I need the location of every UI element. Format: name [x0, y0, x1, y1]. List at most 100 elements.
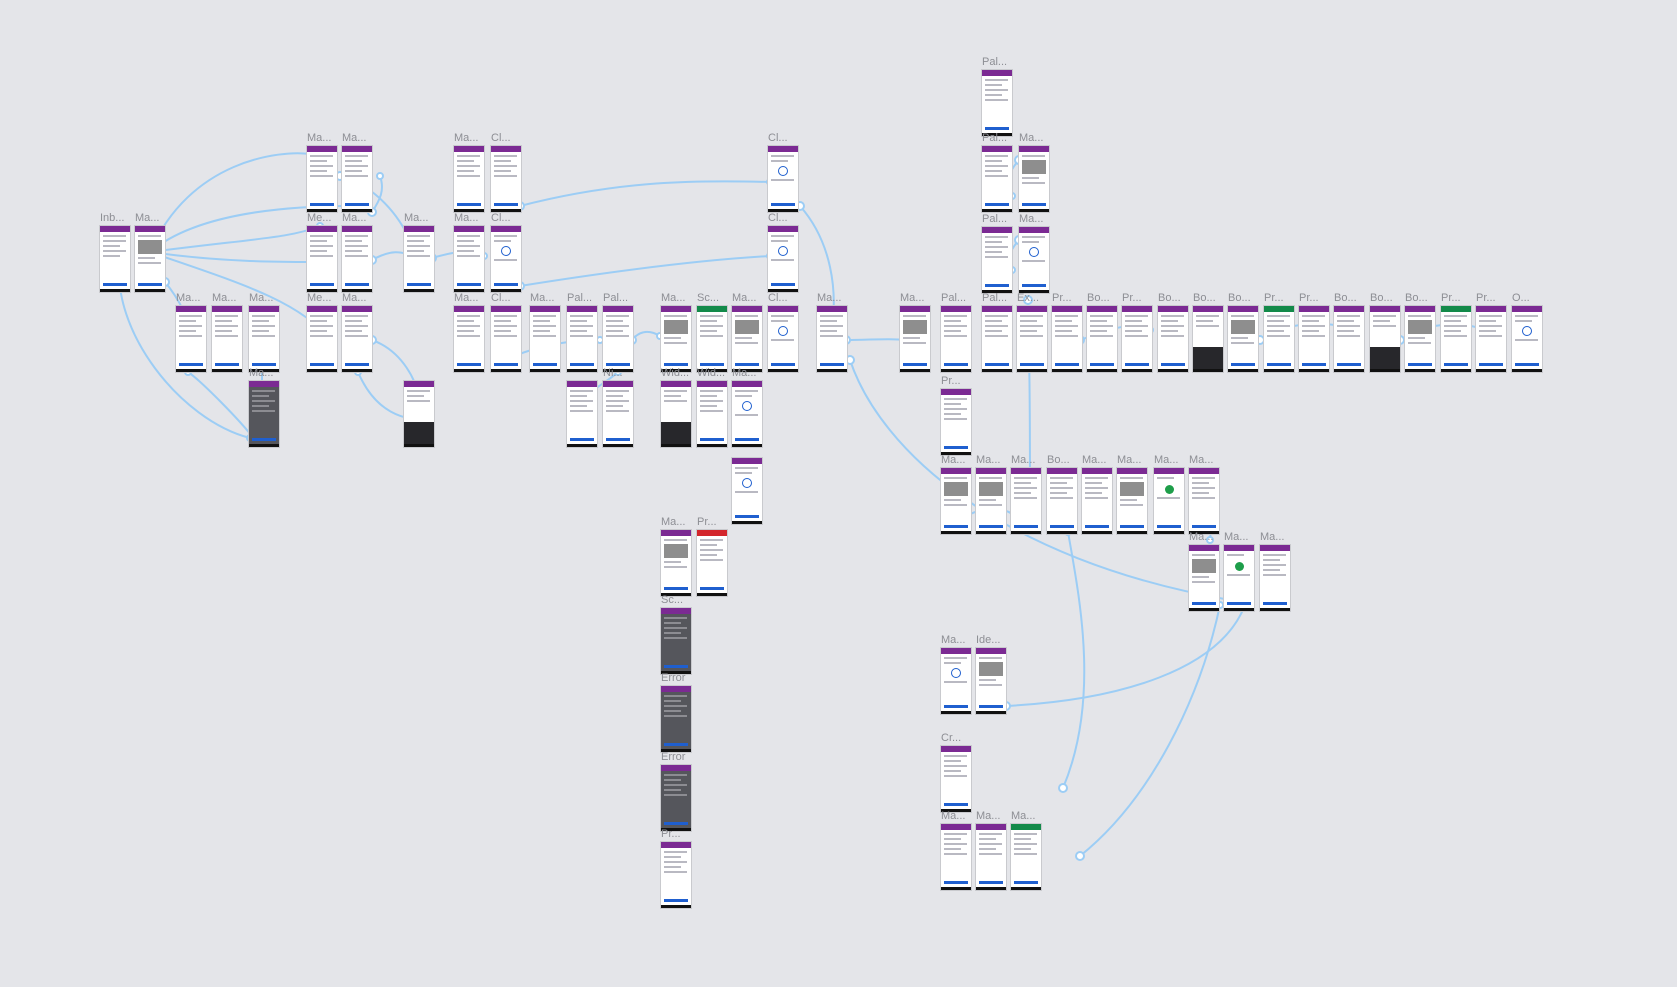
prototype-screen[interactable]	[404, 381, 434, 447]
prototype-screen[interactable]	[1011, 824, 1041, 890]
prototype-screen[interactable]	[491, 226, 521, 292]
prototype-screen[interactable]	[1154, 468, 1184, 534]
prototype-screen[interactable]	[176, 306, 206, 372]
prototype-screen[interactable]	[307, 226, 337, 292]
prototype-screen[interactable]	[817, 306, 847, 372]
prototype-screen[interactable]	[697, 306, 727, 372]
prototype-screen[interactable]	[404, 226, 434, 292]
prototype-screen[interactable]	[982, 306, 1012, 372]
prototype-screen[interactable]	[697, 530, 727, 596]
prototype-screen[interactable]	[768, 146, 798, 212]
prototype-screen[interactable]	[1158, 306, 1188, 372]
prototype-screen[interactable]	[732, 381, 762, 447]
prototype-screen[interactable]	[661, 381, 691, 447]
screen-title: Ma...	[212, 292, 237, 304]
prototype-screen[interactable]	[1047, 468, 1077, 534]
prototype-screen[interactable]	[976, 468, 1006, 534]
prototype-screen[interactable]	[982, 146, 1012, 212]
screen-title: Ma...	[454, 132, 479, 144]
prototype-screen[interactable]	[941, 389, 971, 455]
prototype-screen[interactable]	[661, 765, 691, 831]
prototype-screen[interactable]	[768, 306, 798, 372]
link-handle[interactable]	[1075, 851, 1085, 861]
prototype-screen[interactable]	[1019, 227, 1049, 293]
prototype-screen[interactable]	[982, 70, 1012, 136]
prototype-screen[interactable]	[1370, 306, 1400, 372]
screen-title: Ma...	[1154, 454, 1179, 466]
prototype-screen[interactable]	[1224, 545, 1254, 611]
prototype-screen[interactable]	[1441, 306, 1471, 372]
prototype-screen[interactable]	[900, 306, 930, 372]
prototype-screen[interactable]	[661, 842, 691, 908]
prototype-screen[interactable]	[1405, 306, 1435, 372]
screen-title: Wid...	[697, 367, 726, 379]
prototype-screen[interactable]	[941, 824, 971, 890]
prototype-screen[interactable]	[1122, 306, 1152, 372]
prototype-screen[interactable]	[732, 306, 762, 372]
screen-title: Bo...	[1087, 292, 1110, 304]
screen-title: Bo...	[1405, 292, 1428, 304]
prototype-screen[interactable]	[1193, 306, 1223, 372]
prototype-screen[interactable]	[454, 146, 484, 212]
screen-title: Ma...	[1011, 810, 1036, 822]
prototype-screen[interactable]	[1260, 545, 1290, 611]
prototype-screen[interactable]	[603, 306, 633, 372]
prototype-screen[interactable]	[567, 306, 597, 372]
prototype-screen[interactable]	[307, 146, 337, 212]
prototype-screen[interactable]	[342, 226, 372, 292]
prototype-screen[interactable]	[941, 468, 971, 534]
prototype-screen[interactable]	[661, 530, 691, 596]
prototype-screen[interactable]	[661, 686, 691, 752]
prototype-screen[interactable]	[661, 306, 691, 372]
screen-title: Ma...	[976, 810, 1001, 822]
prototype-screen[interactable]	[1228, 306, 1258, 372]
screen-title: Ma...	[1011, 454, 1036, 466]
prototype-screen[interactable]	[135, 226, 165, 292]
prototype-screen[interactable]	[342, 146, 372, 212]
screen-title: Bo...	[1193, 292, 1216, 304]
prototype-screen[interactable]	[491, 146, 521, 212]
prototype-screen[interactable]	[1334, 306, 1364, 372]
prototype-screen[interactable]	[941, 306, 971, 372]
prototype-screen[interactable]	[697, 381, 727, 447]
prototype-screen[interactable]	[1011, 468, 1041, 534]
prototype-screen[interactable]	[1082, 468, 1112, 534]
prototype-screen[interactable]	[1264, 306, 1294, 372]
prototype-screen[interactable]	[212, 306, 242, 372]
prototype-screen[interactable]	[982, 227, 1012, 293]
screen-title: Ex...	[1017, 292, 1040, 304]
prototype-screen[interactable]	[567, 381, 597, 447]
prototype-screen[interactable]	[307, 306, 337, 372]
prototype-screen[interactable]	[1189, 468, 1219, 534]
screen-title: Me...	[307, 212, 332, 224]
prototype-screen[interactable]	[342, 306, 372, 372]
prototype-screen[interactable]	[1052, 306, 1082, 372]
prototype-screen[interactable]	[491, 306, 521, 372]
prototype-screen[interactable]	[1476, 306, 1506, 372]
prototype-screen[interactable]	[1087, 306, 1117, 372]
prototype-screen[interactable]	[100, 226, 130, 292]
prototype-screen[interactable]	[249, 381, 279, 447]
prototype-screen[interactable]	[661, 608, 691, 674]
prototype-screen[interactable]	[1189, 545, 1219, 611]
prototype-screen[interactable]	[941, 746, 971, 812]
prototype-screen[interactable]	[1299, 306, 1329, 372]
link-endpoint[interactable]	[376, 172, 384, 180]
prototype-screen[interactable]	[976, 824, 1006, 890]
prototype-screen[interactable]	[732, 458, 762, 524]
prototype-screen[interactable]	[454, 226, 484, 292]
link-handle[interactable]	[845, 355, 855, 365]
prototype-screen[interactable]	[1512, 306, 1542, 372]
prototype-screen[interactable]	[603, 381, 633, 447]
prototype-screen[interactable]	[454, 306, 484, 372]
prototype-screen[interactable]	[941, 648, 971, 714]
prototype-screen[interactable]	[976, 648, 1006, 714]
prototype-screen[interactable]	[1117, 468, 1147, 534]
prototype-screen[interactable]	[530, 306, 560, 372]
prototype-screen[interactable]	[1019, 146, 1049, 212]
prototype-screen[interactable]	[768, 226, 798, 292]
prototype-screen[interactable]	[1017, 306, 1047, 372]
prototype-screen[interactable]	[249, 306, 279, 372]
link-handle[interactable]	[1058, 783, 1068, 793]
